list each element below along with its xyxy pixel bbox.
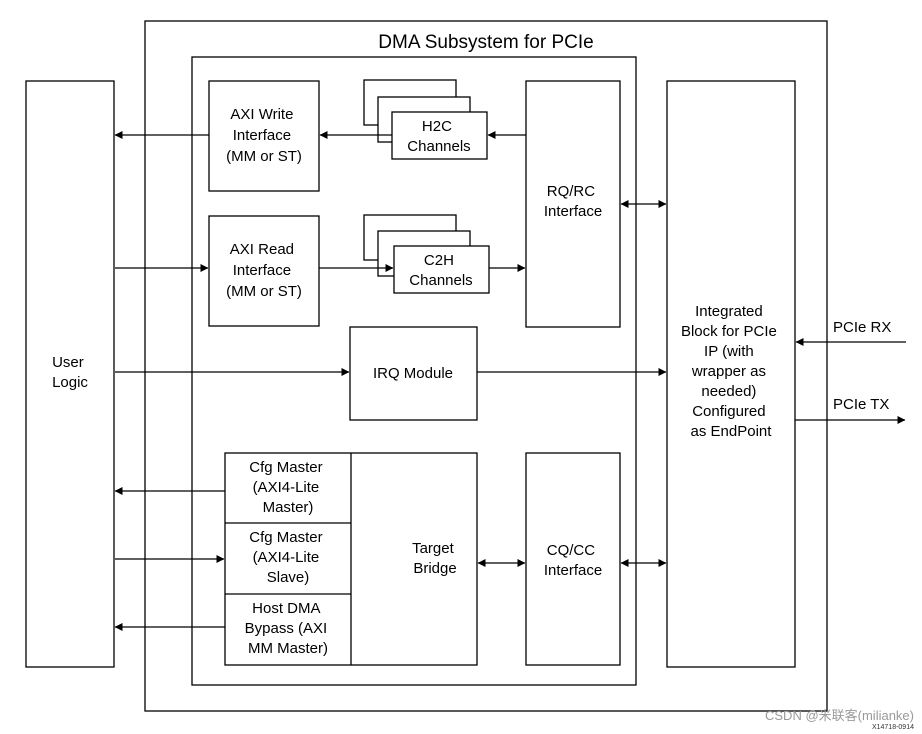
axi-write-line: Interface bbox=[233, 127, 291, 144]
pcie-rx-label: PCIe RX bbox=[833, 319, 891, 336]
axi-write-interface-block bbox=[208, 80, 320, 192]
rq-rc-line: Interface bbox=[544, 203, 602, 220]
c2h-channels-block bbox=[393, 245, 490, 294]
cfg-master-line: Cfg Master bbox=[249, 459, 322, 476]
h2c-line: Channels bbox=[407, 138, 470, 155]
target-bridge-line: Bridge bbox=[413, 560, 456, 577]
cfg-slave-line: Slave) bbox=[267, 569, 310, 586]
irq-module-block bbox=[349, 326, 478, 421]
axi-read-line: Interface bbox=[233, 262, 291, 279]
h2c-channels-block bbox=[391, 111, 488, 160]
cq-cc-interface-block bbox=[525, 452, 621, 666]
integrated-line: Configured bbox=[692, 403, 765, 420]
h2c-channels-label: H2C Channels bbox=[407, 118, 470, 155]
user-logic-label: User Logic bbox=[52, 354, 88, 391]
integrated-line: IP (with bbox=[704, 343, 754, 360]
integrated-line: as EndPoint bbox=[691, 423, 773, 440]
target-bridge-label: Target Bridge bbox=[412, 540, 458, 577]
user-logic-block bbox=[25, 80, 115, 668]
integrated-line: Integrated bbox=[695, 303, 763, 320]
rq-rc-line: RQ/RC bbox=[547, 183, 596, 200]
cfg-slave-label: Cfg Master (AXI4-Lite Slave) bbox=[249, 529, 327, 586]
axi-write-line: AXI Write bbox=[230, 106, 293, 123]
cfg-master-line: (AXI4-Lite bbox=[253, 479, 320, 496]
cfg-slave-line: Cfg Master bbox=[249, 529, 322, 546]
host-bypass-line: MM Master) bbox=[248, 640, 328, 657]
axi-write-interface-label: AXI Write Interface (MM or ST) bbox=[226, 106, 302, 165]
integrated-line: wrapper as bbox=[691, 363, 766, 380]
c2h-line: C2H bbox=[424, 252, 454, 269]
cq-cc-interface-label: CQ/CC Interface bbox=[544, 542, 602, 579]
integrated-line: needed) bbox=[701, 383, 756, 400]
user-logic-line: Logic bbox=[52, 374, 88, 391]
subsystem-outer-frame bbox=[144, 20, 828, 712]
irq-module-label: IRQ Module bbox=[373, 365, 453, 382]
rq-rc-interface-label: RQ/RC Interface bbox=[544, 183, 602, 220]
dma-inner-frame bbox=[191, 56, 637, 686]
figure-code: X14718-0914 bbox=[872, 724, 914, 731]
cq-cc-line: CQ/CC bbox=[547, 542, 596, 559]
subsystem-title: DMA Subsystem for PCIe bbox=[378, 32, 593, 53]
axi-read-line: (MM or ST) bbox=[226, 283, 302, 300]
cfg-slave-line: (AXI4-Lite bbox=[253, 549, 320, 566]
pcie-tx-label: PCIe TX bbox=[833, 396, 889, 413]
axi-read-interface-block bbox=[208, 215, 320, 327]
cfg-master-line: Master) bbox=[263, 499, 314, 516]
csdn-watermark: CSDN @米联客(milianke) bbox=[765, 708, 914, 723]
c2h-line: Channels bbox=[409, 272, 472, 289]
host-bypass-line: Host DMA bbox=[252, 600, 320, 617]
integrated-pcie-label: Integrated Block for PCIe IP (with wrapp… bbox=[681, 303, 781, 440]
target-bridge-line: Target bbox=[412, 540, 455, 557]
integrated-pcie-block bbox=[666, 80, 796, 668]
h2c-line: H2C bbox=[422, 118, 452, 135]
c2h-channels-label: C2H Channels bbox=[409, 252, 472, 289]
axi-read-interface-label: AXI Read Interface (MM or ST) bbox=[226, 241, 302, 300]
cfg-master-label: Cfg Master (AXI4-Lite Master) bbox=[249, 459, 327, 516]
axi-read-line: AXI Read bbox=[230, 241, 294, 258]
user-logic-line: User bbox=[52, 354, 84, 371]
axi-write-line: (MM or ST) bbox=[226, 148, 302, 165]
host-bypass-line: Bypass (AXI bbox=[245, 620, 328, 637]
integrated-line: Block for PCIe bbox=[681, 323, 777, 340]
rq-rc-interface-block bbox=[525, 80, 621, 328]
cq-cc-line: Interface bbox=[544, 562, 602, 579]
host-bypass-label: Host DMA Bypass (AXI MM Master) bbox=[245, 600, 332, 657]
